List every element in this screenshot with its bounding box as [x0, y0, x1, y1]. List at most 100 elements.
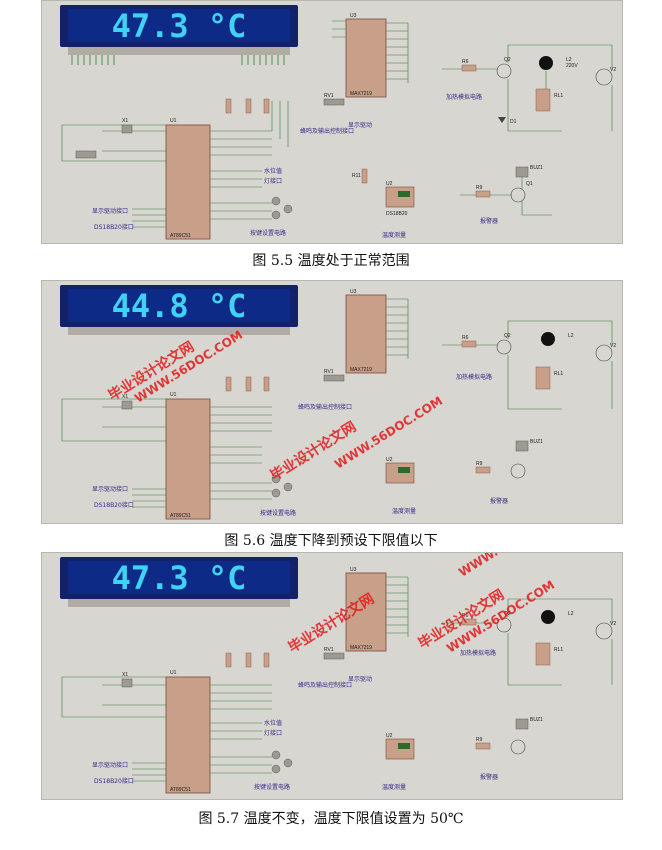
driver-model: MAX7219: [350, 367, 372, 373]
key-buttons: [271, 474, 293, 498]
resistor-r12: [245, 376, 252, 392]
r9-ref: R9: [476, 185, 483, 191]
q2-ref: Q2: [504, 57, 511, 63]
label-key-circuit: 按键设置电路: [260, 509, 296, 517]
mcu-model: AT89C51: [170, 787, 191, 793]
r9-ref: R9: [476, 737, 483, 743]
mcu-ref: U1: [170, 670, 177, 676]
lcd-pin-strip: [68, 599, 290, 607]
label-buzzer-output: 蜂鸣及输出控制接口: [298, 403, 352, 411]
lamp-l2: [541, 332, 555, 346]
lcd-readout: 44.8 °C: [112, 287, 247, 325]
driver-chip: [345, 572, 387, 652]
buzzer-ref: BUZ1: [530, 165, 543, 171]
label-water-level: 水位值: [264, 167, 282, 175]
lcd-pins: [71, 55, 285, 65]
sensor-display: [398, 467, 410, 473]
driver-ref: U3: [350, 13, 357, 19]
lcd-screen: [68, 9, 290, 42]
sensor-ref: U2: [386, 457, 393, 463]
crystal-x1: [121, 678, 133, 688]
schematic-panel-3: 47.3 °C U1 AT89C51 X1 显示驱动接口 DS18B20接口 水…: [41, 552, 623, 800]
buzzer-buz1: [515, 440, 529, 452]
pot-ref: RV1: [324, 369, 334, 375]
r6-ref: R6: [462, 59, 469, 65]
transistor-q1: [510, 739, 526, 755]
relay-ref: RL1: [554, 371, 563, 377]
lcd-screen: [68, 561, 290, 594]
schematic-panel-1: 47.3 °C U1 AT89C51 X1 显示驱动接口: [41, 0, 623, 244]
lamp-ref: L2: [568, 611, 574, 617]
potentiometer: [323, 98, 345, 106]
resistor-r12: [245, 652, 252, 668]
crystal-x1: [121, 400, 133, 410]
label-temp-measure: 温度测量: [392, 507, 416, 515]
label-buzzer-output: 蜂鸣及输出控制接口: [300, 127, 354, 135]
mcu-ref: U1: [170, 392, 177, 398]
lamp-l2: [539, 56, 553, 70]
driver-model: MAX7219: [350, 91, 372, 97]
mcu-chip: [165, 398, 211, 520]
mcu-wires: [61, 676, 272, 782]
schematic-panel-2: 44.8 °C U1 AT89C51 X1 显示驱动接口 DS18B20接口: [41, 280, 623, 524]
q1-ref: Q1: [526, 181, 533, 187]
watermark: 毕业设计论文网 WWW.56DOC.COM 毕业设计论文网 WWW.56DOC.…: [105, 328, 445, 485]
mcu-model: AT89C51: [170, 513, 191, 519]
mcu-ref: U1: [170, 118, 177, 124]
transistor-q1: [510, 463, 526, 479]
q2-ref: Q2: [504, 333, 511, 339]
watermark-url: WWW.56DOC.COM: [456, 553, 569, 580]
d1-ref: D1: [510, 119, 517, 125]
source-ref: V2: [610, 621, 616, 627]
sensor-display: [398, 743, 410, 749]
driver-ref: U3: [350, 289, 357, 295]
ac-source-v2: [595, 622, 613, 640]
mcu-model: AT89C51: [170, 233, 191, 239]
resistor-r7: [225, 376, 232, 392]
potentiometer: [323, 652, 345, 660]
label-key-circuit: 按键设置电路: [254, 783, 290, 791]
resistor-r7: [225, 98, 232, 114]
buzzer-ref: BUZ1: [530, 717, 543, 723]
figure-caption-3: 图 5.7 温度不变，温度下限值设置为 50℃: [198, 811, 464, 827]
key-buttons: [271, 750, 293, 774]
mcu-chip: [165, 676, 211, 794]
driver-model: MAX7219: [350, 645, 372, 651]
pot-ref: RV1: [324, 647, 334, 653]
buzzer-buz1: [515, 166, 529, 178]
q2-ref: Q2: [504, 611, 511, 617]
label-ds18b20-port: DS18B20接口: [94, 501, 134, 509]
label-buzzer: 报警器: [480, 217, 498, 225]
label-display-driver: 显示驱动: [348, 122, 372, 129]
label-heater-circuit: 加热模拟电路: [456, 373, 492, 381]
buzzer-ref: BUZ1: [530, 439, 543, 445]
transistor-q2: [496, 339, 512, 355]
transistor-q2: [496, 617, 512, 633]
lcd-pin-strip: [68, 327, 290, 335]
label-buzzer: 报警器: [490, 497, 508, 505]
label-display-port: 显示驱动接口: [92, 485, 128, 493]
label-heater-circuit: 加热模拟电路: [460, 649, 496, 657]
resistor-r17: [263, 376, 270, 392]
resistor-r7: [225, 652, 232, 668]
lamp-ref: L2: [566, 57, 572, 63]
potentiometer: [323, 374, 345, 382]
pot-ref: RV1: [324, 93, 334, 99]
sensor-model: DS18B20: [386, 211, 408, 217]
resistor-r6: [461, 64, 477, 72]
figure-caption-1: 图 5.5 温度处于正常范围: [252, 253, 410, 269]
relay-ref: RL1: [554, 647, 563, 653]
ac-source-v2: [595, 344, 613, 362]
lamp-l2: [541, 610, 555, 624]
ac-source-v2: [595, 68, 613, 86]
lcd-pin-strip: [68, 47, 290, 55]
heater-wires: [442, 44, 613, 132]
resistor-r11: [361, 168, 368, 184]
buzzer-buz1: [515, 718, 529, 730]
diode-d1: [498, 117, 506, 123]
lamp-voltage: 220V: [566, 63, 578, 69]
sensor-ref: U2: [386, 181, 393, 187]
crystal-ref: X1: [122, 672, 128, 678]
relay-rl1: [535, 366, 551, 390]
heater-wires: [442, 320, 613, 410]
